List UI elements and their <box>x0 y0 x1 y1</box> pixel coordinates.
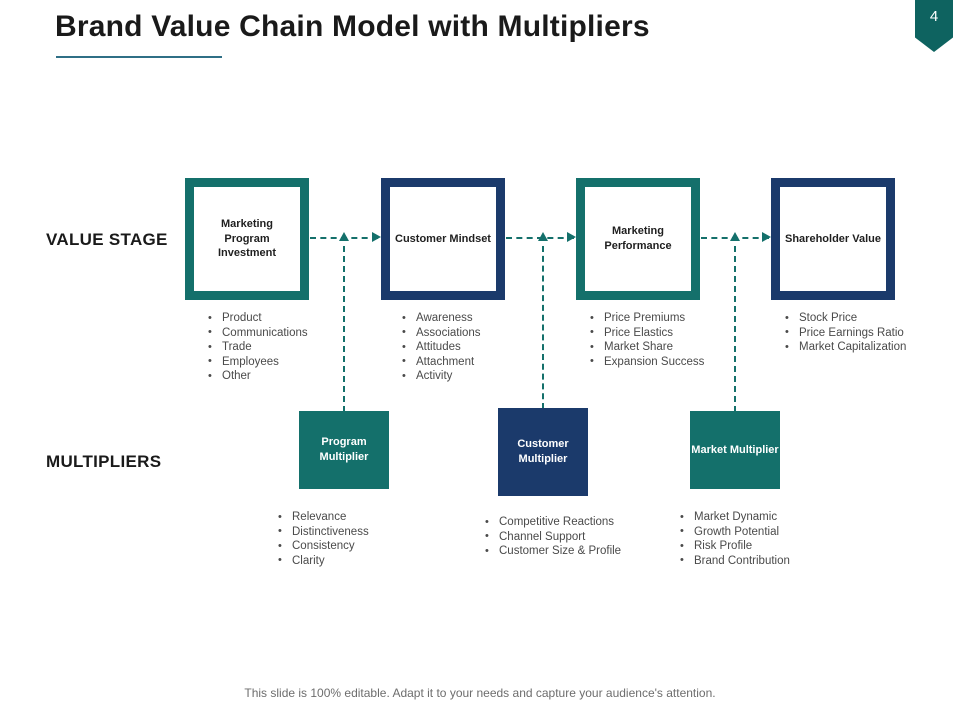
list-item: Distinctiveness <box>276 524 369 540</box>
stage-box-customer-mindset[interactable]: Customer Mindset <box>381 178 505 300</box>
stage-bullets-marketing-program-investment: Product Communications Trade Employees O… <box>206 311 308 384</box>
list-item: Stock Price <box>783 311 906 326</box>
list-item: Communications <box>206 325 308 341</box>
multiplier-box-customer[interactable]: Customer Multiplier <box>498 408 588 496</box>
list-item: Employees <box>206 354 308 370</box>
stage-box-label: Marketing Performance <box>604 225 672 252</box>
arrowhead-right-icon <box>372 232 381 242</box>
row-label-multipliers: MULTIPLIERS <box>46 452 162 471</box>
list-item: Market Capitalization <box>783 340 906 355</box>
connector-multiplier-0-up <box>343 246 345 412</box>
row-label-value-stage: VALUE STAGE <box>46 230 168 249</box>
multiplier-bullets-program: Relevance Distinctiveness Consistency Cl… <box>276 510 369 568</box>
stage-box-label: Customer Mindset <box>395 232 491 245</box>
connector-multiplier-1-up <box>542 246 544 409</box>
list-item: Customer Size & Profile <box>483 544 621 559</box>
stage-box-marketing-program-investment[interactable]: Marketing Program Investment <box>185 178 309 300</box>
connector-multiplier-2-up <box>734 246 736 412</box>
page-title: Brand Value Chain Model with Multipliers <box>55 10 650 43</box>
list-item: Competitive Reactions <box>483 515 621 530</box>
list-item: Expansion Success <box>588 354 704 370</box>
list-item: Clarity <box>276 553 369 569</box>
page-number-badge: 4 <box>915 0 953 52</box>
footer-note: This slide is 100% editable. Adapt it to… <box>244 686 716 700</box>
list-item: Other <box>206 369 308 384</box>
list-item: Attachment <box>400 354 481 370</box>
list-item: Awareness <box>400 311 481 326</box>
multiplier-box-label: Program Multiplier <box>319 436 369 463</box>
list-item: Price Premiums <box>588 311 704 326</box>
stage-box-label: Marketing Program Investment <box>217 217 277 260</box>
stage-bullets-marketing-performance: Price Premiums Price Elastics Market Sha… <box>588 311 704 369</box>
stage-bullets-customer-mindset: Awareness Associations Attitudes Attachm… <box>400 311 481 384</box>
list-item: Product <box>206 311 308 326</box>
list-item: Market Dynamic <box>678 510 790 525</box>
list-item: Relevance <box>276 510 369 525</box>
list-item: Brand Contribution <box>678 553 790 569</box>
list-item: Associations <box>400 325 481 341</box>
list-item: Risk Profile <box>678 539 790 554</box>
multiplier-box-market[interactable]: Market Multiplier <box>690 411 780 489</box>
list-item: Growth Potential <box>678 524 790 540</box>
list-item: Activity <box>400 369 481 384</box>
list-item: Price Earnings Ratio <box>783 325 906 341</box>
multiplier-box-label: Market Multiplier <box>691 443 779 456</box>
title-underline <box>56 56 222 58</box>
list-item: Channel Support <box>483 529 621 545</box>
arrowhead-up-icon <box>538 232 548 241</box>
stage-box-marketing-performance[interactable]: Marketing Performance <box>576 178 700 300</box>
arrowhead-up-icon <box>339 232 349 241</box>
multiplier-bullets-market: Market Dynamic Growth Potential Risk Pro… <box>678 510 790 568</box>
stage-box-shareholder-value[interactable]: Shareholder Value <box>771 178 895 300</box>
stage-bullets-shareholder-value: Stock Price Price Earnings Ratio Market … <box>783 311 906 355</box>
list-item: Market Share <box>588 340 704 355</box>
list-item: Price Elastics <box>588 325 704 341</box>
stage-box-label: Shareholder Value <box>785 232 881 245</box>
list-item: Trade <box>206 340 308 355</box>
arrowhead-right-icon <box>762 232 771 242</box>
arrowhead-up-icon <box>730 232 740 241</box>
list-item: Consistency <box>276 539 369 554</box>
multiplier-box-label: Customer Multiplier <box>517 438 569 465</box>
arrowhead-right-icon <box>567 232 576 242</box>
multiplier-bullets-customer: Competitive Reactions Channel Support Cu… <box>483 515 621 559</box>
multiplier-box-program[interactable]: Program Multiplier <box>299 411 389 489</box>
list-item: Attitudes <box>400 340 481 355</box>
